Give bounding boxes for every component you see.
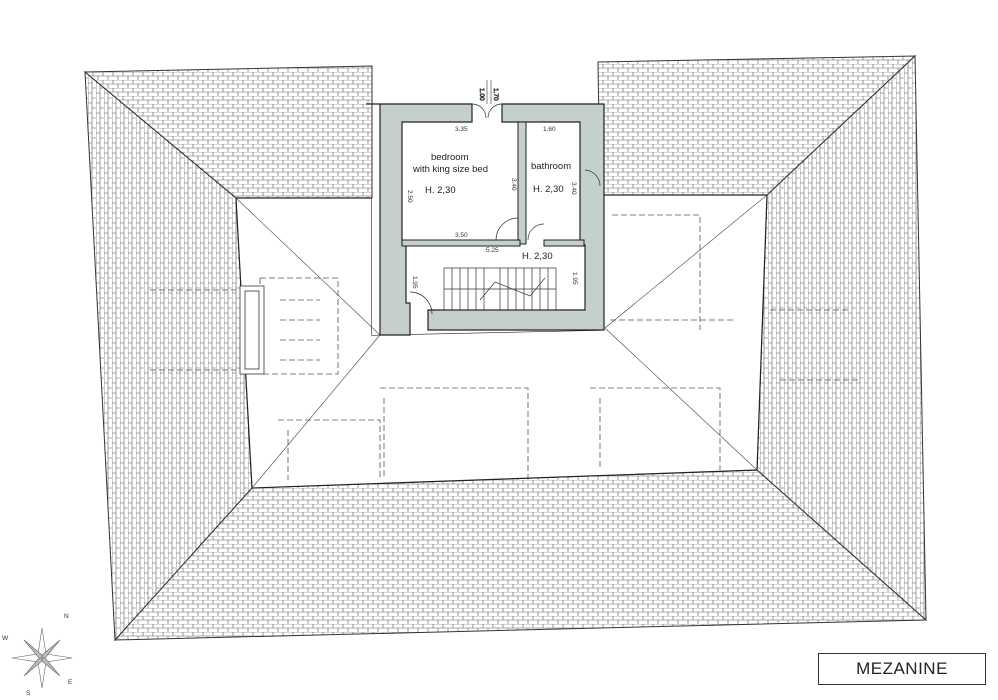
window-width-dim: 1.00 (478, 88, 485, 101)
compass-e: E (68, 679, 73, 686)
bedroom-label-line-2: with king size bed (412, 164, 488, 175)
roof (83, 54, 928, 642)
dim-bedroom-width-bottom: 3.50 (455, 232, 468, 239)
dim-hall-width: 5.25 (486, 247, 499, 254)
drawing-title: MEZANINE (818, 653, 986, 685)
dim-bedroom-width-top: 3.35 (455, 126, 468, 133)
compass-n: N (64, 613, 69, 620)
dim-bathroom-depth: 3.40 (570, 182, 577, 195)
compass-s: S (26, 690, 31, 697)
bedroom-label-line-1: bedroom (431, 152, 469, 163)
walls (366, 103, 605, 336)
dim-partition-depth: 3.40 (510, 178, 517, 191)
compass-rose: N E S W (2, 613, 73, 697)
dashed-structures (150, 214, 860, 480)
inner-area-top (372, 195, 600, 335)
dim-bathroom-width-top: 1.60 (543, 126, 556, 133)
bathroom-label: bathroom (531, 161, 571, 172)
hall-height: H. 2,30 (522, 251, 553, 262)
doors (409, 103, 601, 315)
skylight (239, 285, 265, 375)
window-marker: 1.00 1.70 (478, 80, 499, 104)
staircase (443, 267, 557, 311)
dim-hall-depth-right: 1.95 (571, 272, 578, 285)
compass-w: W (2, 635, 9, 642)
dim-hall-depth-left: 1.95 (411, 276, 418, 289)
dim-bedroom-depth: 2.50 (406, 190, 413, 203)
bedroom-height: H. 2,30 (425, 185, 456, 196)
window-height-dim: 1.70 (492, 88, 499, 101)
bathroom-height: H. 2,30 (533, 184, 564, 195)
